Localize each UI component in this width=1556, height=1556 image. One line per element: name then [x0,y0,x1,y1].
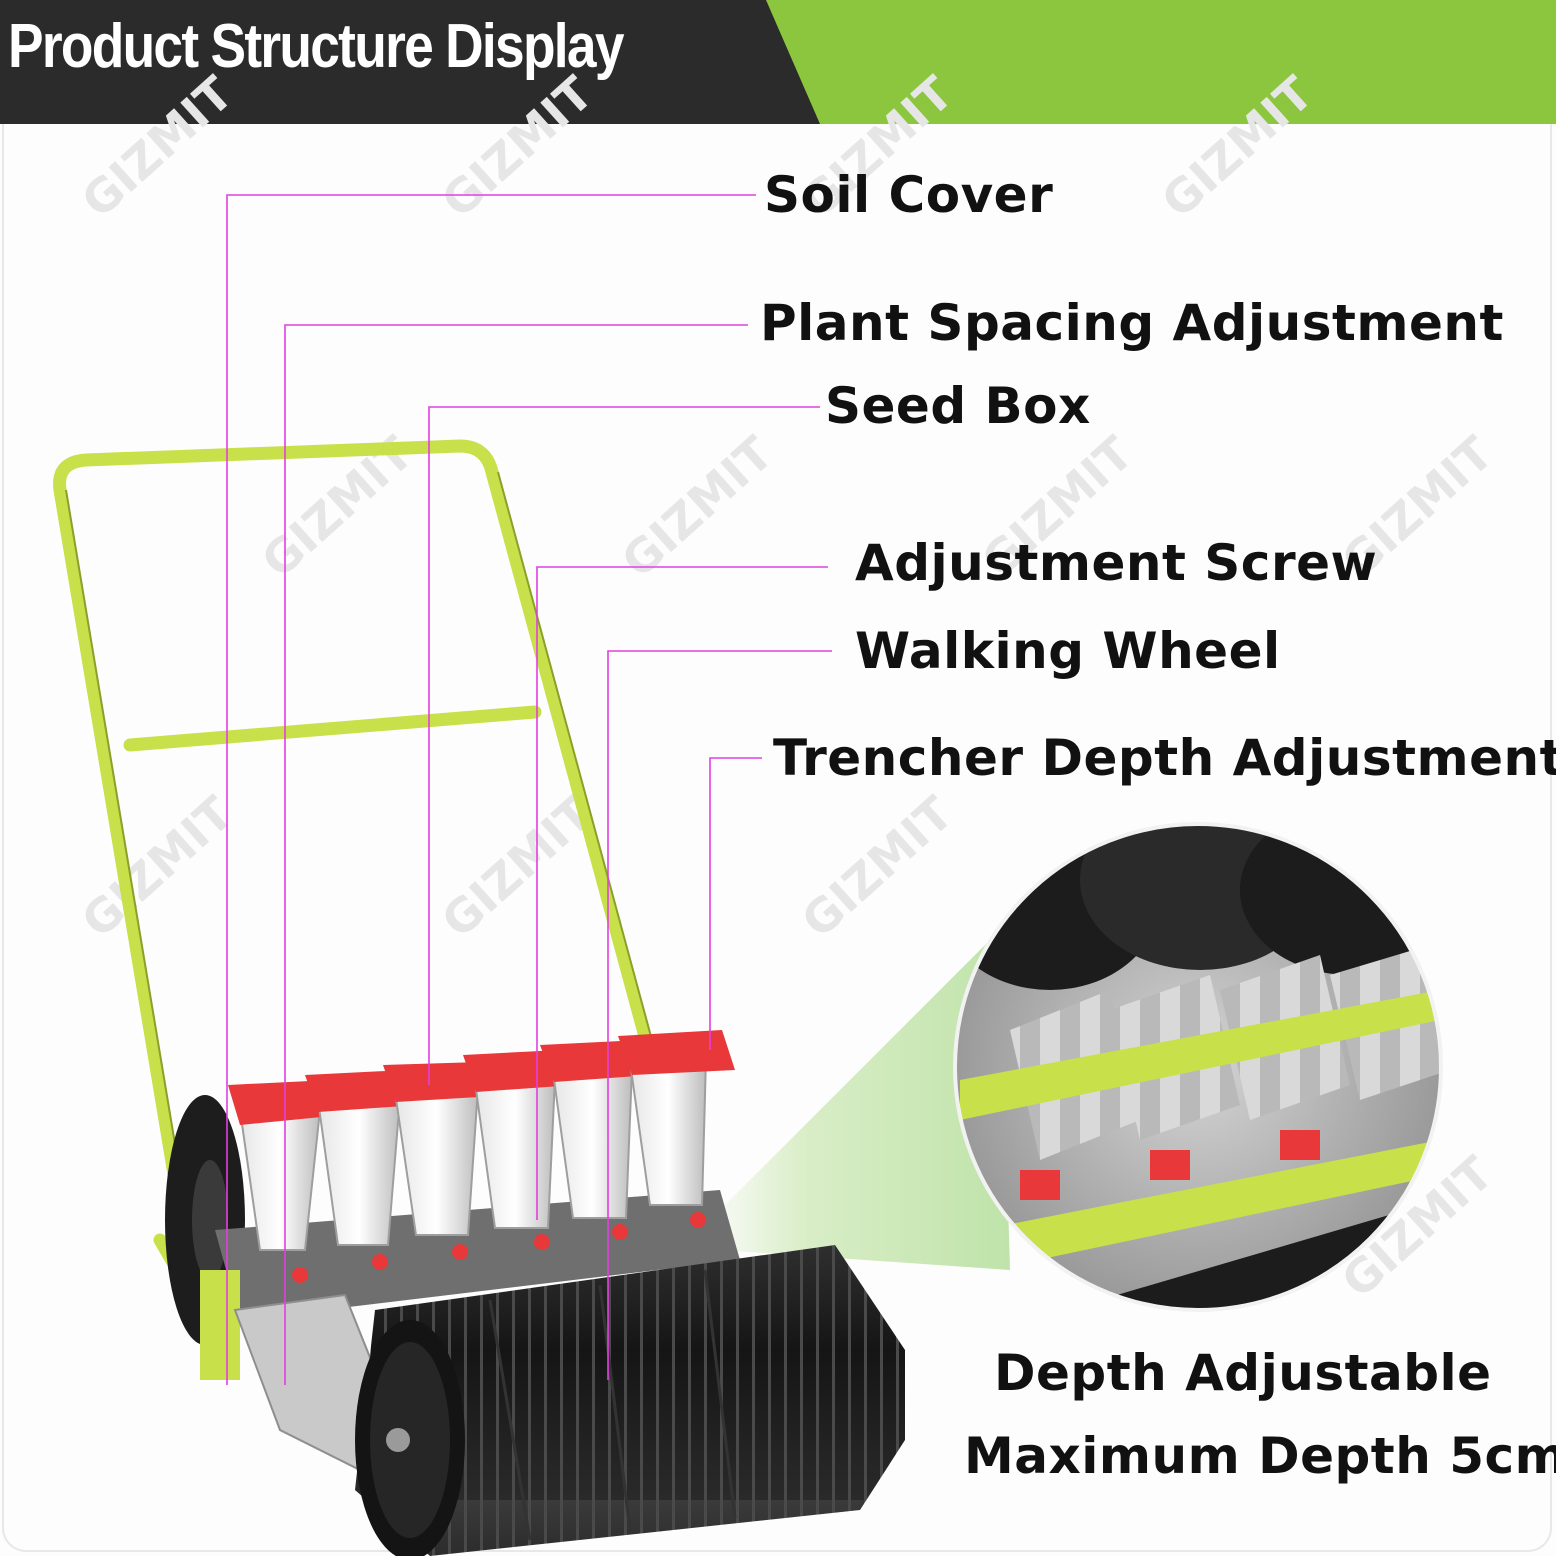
leader-line-adjustment-screw [536,566,828,1220]
seed-box [463,1050,575,1250]
leader-line-trencher-depth [709,757,762,1050]
watermark-text: GIZMIT [431,66,603,229]
label-plant-spacing-adjustment: Plant Spacing Adjustment [760,294,1504,352]
leader-line-plant-spacing [284,324,748,1385]
label-walking-wheel: Walking Wheel [855,622,1281,680]
label-soil-cover: Soil Cover [764,166,1054,224]
watermark-text: GIZMIT [71,66,243,229]
detail-caption-line1: Depth Adjustable [994,1344,1492,1402]
watermark-text: GIZMIT [71,786,243,949]
leader-lines [226,194,832,1385]
label-trencher-depth-adjustment: Trencher Depth Adjustment [773,729,1556,787]
seed-boxes [228,1030,735,1283]
watermark-text: GIZMIT [1151,66,1323,229]
page-title: Product Structure Display [8,12,624,81]
header-dark-band [0,0,820,124]
seed-box [618,1030,735,1228]
seed-box [540,1040,652,1240]
label-adjustment-screw: Adjustment Screw [855,534,1378,592]
detail-caption-line2: Maximum Depth 5cm [964,1427,1556,1485]
watermark-text: GIZMIT [611,426,783,589]
seed-box [383,1062,495,1260]
leader-line-soil-cover [226,194,756,1385]
watermark-text: GIZMIT [791,786,963,949]
leader-line-walking-wheel [607,650,832,1380]
content-frame [2,124,1552,1552]
leader-line-seed-box [428,406,820,1085]
label-seed-box: Seed Box [825,377,1091,435]
zoom-spotlight [700,930,1010,1270]
seed-box [305,1070,418,1270]
walking-wheel-roller [355,1245,905,1556]
detail-zoom-circle [953,822,1443,1312]
